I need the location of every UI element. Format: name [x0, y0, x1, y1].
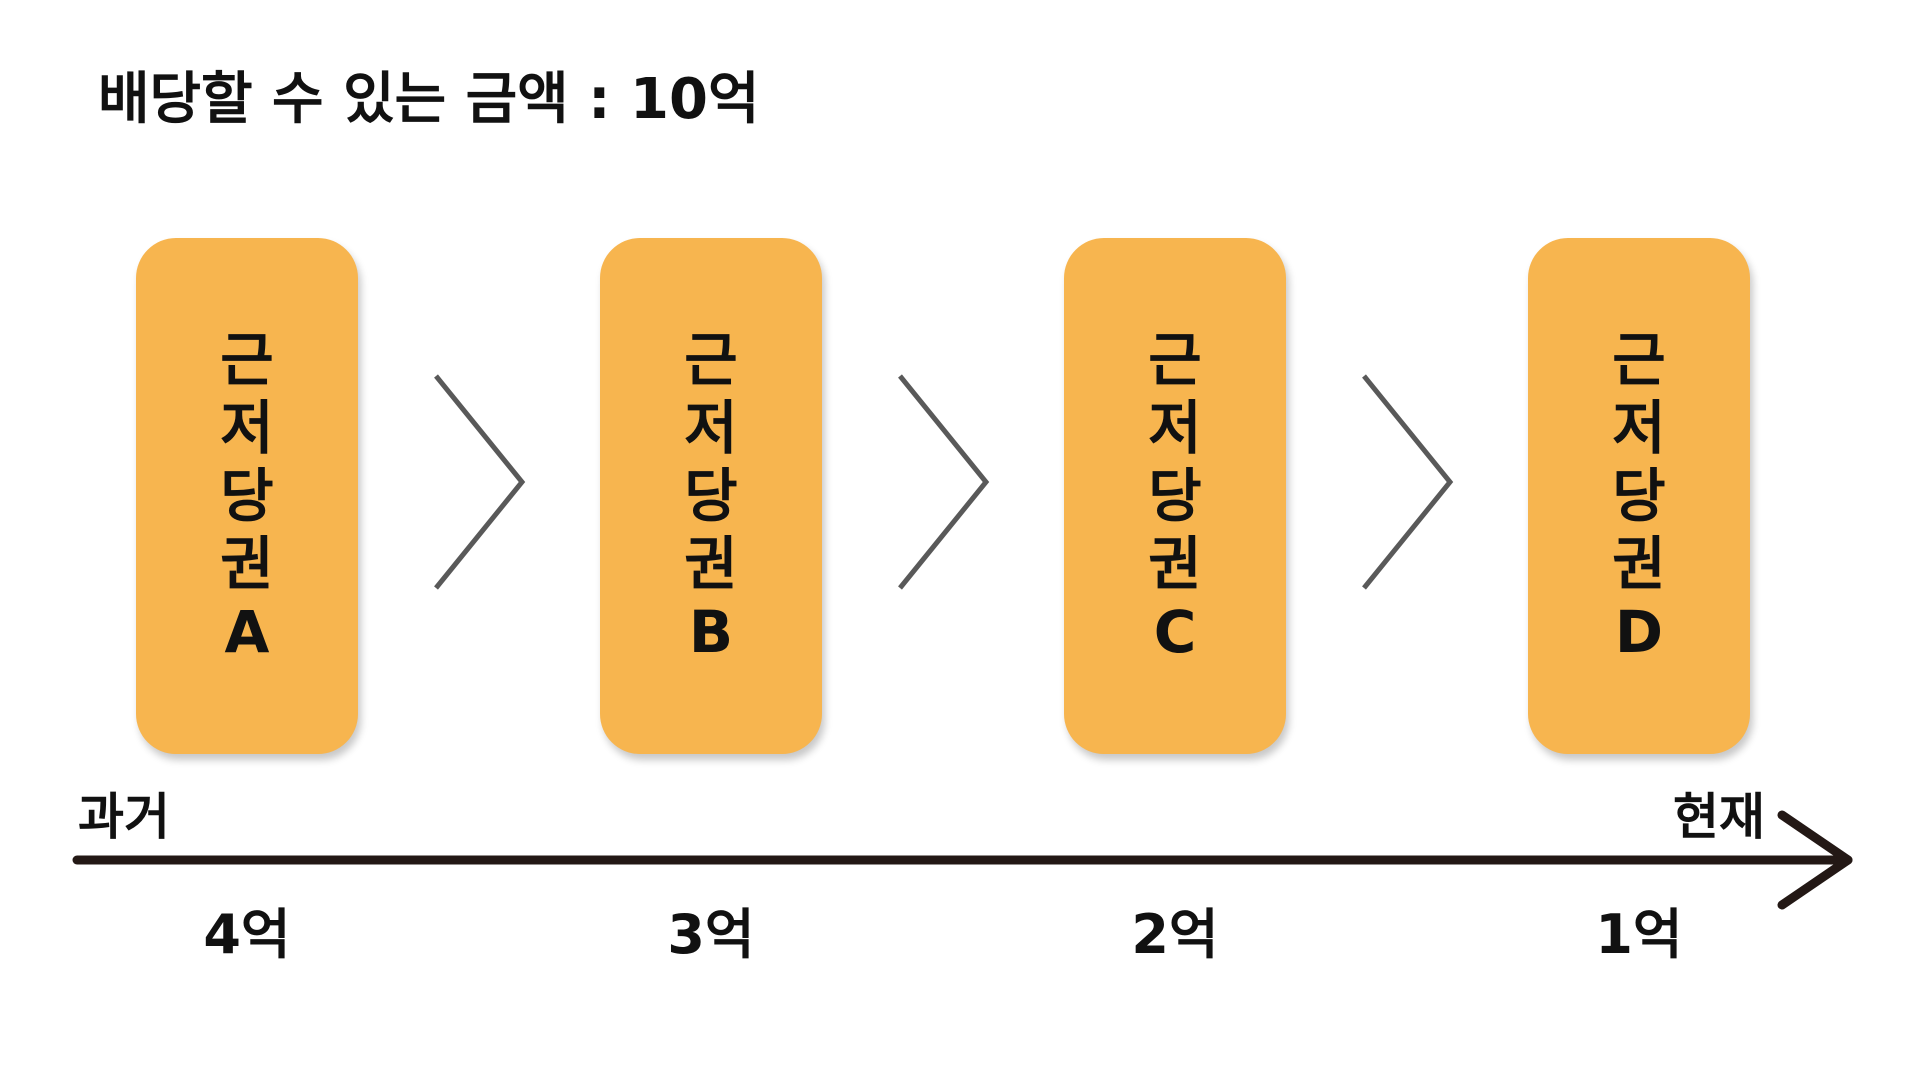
amount-b: 3억 [667, 903, 755, 966]
timeline-start-label: 과거 [78, 788, 170, 846]
lien-label-d: 근저당권D [1612, 326, 1666, 666]
lien-box-a: 근저당권A [136, 238, 358, 754]
lien-label-a: 근저당권A [220, 326, 274, 666]
lien-box-b: 근저당권B [600, 238, 822, 754]
chevron-right-icon [1362, 374, 1454, 590]
page-title: 배당할 수 있는 금액 : 10억 [98, 67, 760, 132]
amount-d: 1억 [1595, 903, 1683, 966]
timeline-end-label: 현재 [1673, 788, 1765, 846]
lien-box-d: 근저당권D [1528, 238, 1750, 754]
chevron-right-icon [434, 374, 526, 590]
amount-c: 2억 [1131, 903, 1219, 966]
chevron-right-icon [898, 374, 990, 590]
lien-label-b: 근저당권B [684, 326, 738, 666]
lien-label-c: 근저당권C [1148, 326, 1202, 666]
amount-a: 4억 [203, 903, 291, 966]
lien-box-c: 근저당권C [1064, 238, 1286, 754]
